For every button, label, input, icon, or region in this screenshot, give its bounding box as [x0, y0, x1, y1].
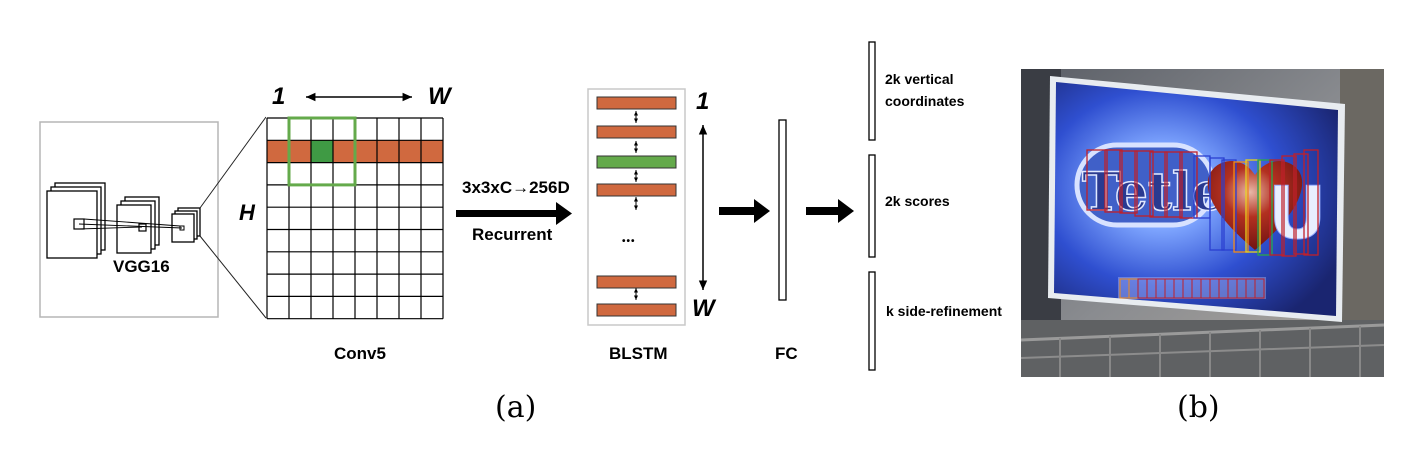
arrow-to-fc — [719, 199, 770, 223]
text-proposal-box — [1281, 155, 1297, 257]
billboard-photo: Tetley U — [1020, 69, 1385, 377]
text-proposal-box — [1293, 153, 1309, 255]
billboard-text-u: U — [1268, 171, 1326, 255]
recurrent-label: Recurrent — [472, 225, 553, 244]
output-bar-vertical — [868, 41, 876, 141]
text-proposal-box — [1086, 149, 1108, 211]
blstm-unit — [596, 275, 677, 289]
blstm-unit — [596, 96, 677, 110]
output-bar-side — [868, 271, 876, 371]
axis-height-label: H — [239, 200, 255, 225]
text-proposal-box — [1119, 150, 1138, 214]
caption-a: (a) — [495, 390, 537, 425]
arrow-to-outputs — [806, 199, 854, 223]
output-side-label: k side-refinement — [886, 303, 1002, 319]
blstm-unit — [596, 303, 677, 317]
text-proposal-box — [1209, 157, 1225, 251]
conv5-center-cell — [311, 140, 333, 163]
conv5-window — [287, 116, 357, 187]
conv5-label: Conv5 — [334, 344, 386, 363]
blstm-unit — [596, 155, 677, 169]
text-proposal-box — [1221, 159, 1237, 251]
blstm-end-label: W — [692, 295, 715, 322]
blstm-label: BLSTM — [609, 344, 668, 363]
text-proposal-box — [1245, 159, 1261, 253]
ellipsis-label: ••• — [622, 236, 636, 247]
op-label: 3x3xC→256D — [462, 178, 570, 197]
text-proposal-box — [1257, 159, 1273, 256]
blstm-unit — [596, 125, 677, 139]
blstm-box — [587, 88, 686, 326]
text-proposal-box — [1233, 161, 1249, 253]
vgg16-box — [39, 121, 219, 318]
axis-end-label: W — [428, 83, 451, 110]
blstm-unit — [596, 183, 677, 197]
fc-label: FC — [775, 344, 798, 363]
conv5-grid — [266, 116, 444, 320]
text-proposal-box-small — [1254, 278, 1265, 299]
text-proposal-box — [1104, 149, 1123, 213]
output-bar-scores — [868, 154, 876, 258]
output-vertical-line1: 2k vertical — [885, 71, 954, 87]
text-proposal-box — [1303, 149, 1319, 256]
text-proposal-box — [1179, 151, 1198, 219]
recurrent-arrow — [456, 202, 572, 225]
output-scores-label: 2k scores — [885, 193, 950, 209]
text-proposal-box — [1164, 151, 1183, 218]
text-proposal-box — [1134, 150, 1154, 217]
fc-bar — [778, 119, 787, 301]
output-vertical-line2: coordinates — [885, 93, 965, 109]
vgg16-label: VGG16 — [113, 257, 170, 276]
blstm-start-label: 1 — [696, 88, 710, 115]
caption-b: (b) — [1177, 390, 1220, 425]
text-proposal-box — [1269, 159, 1285, 256]
axis-start-label: 1 — [272, 83, 286, 110]
text-proposal-box — [1149, 151, 1168, 218]
